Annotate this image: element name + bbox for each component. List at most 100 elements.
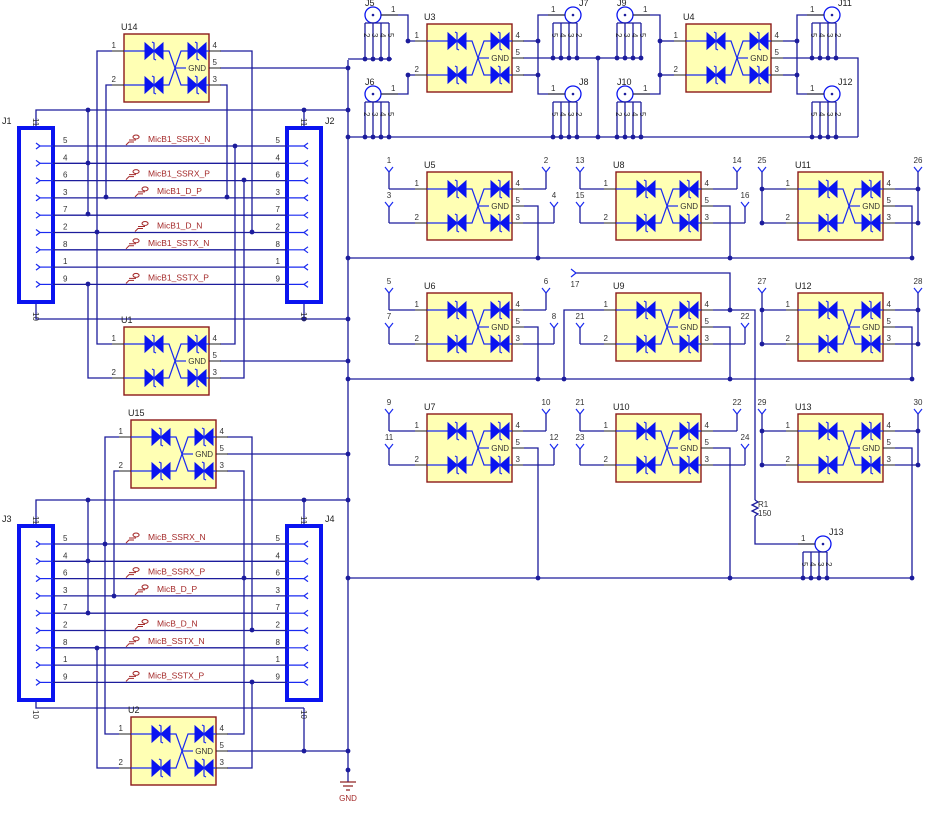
pin-number: 5 <box>386 33 395 38</box>
pin-number: 2 <box>415 213 420 222</box>
junction-dot <box>824 575 830 581</box>
junction-dot <box>825 55 831 61</box>
gnd-pin-label: GND <box>491 323 509 332</box>
test-point-label: 30 <box>914 398 923 407</box>
net-flag-icon <box>134 584 149 596</box>
pin-chevron-icon <box>303 246 309 254</box>
tvs-diode-icon <box>454 65 460 85</box>
tvs-diode-icon <box>144 368 155 388</box>
test-point-label: 25 <box>758 156 767 165</box>
pin-number: 1 <box>604 421 609 430</box>
test-point-icon <box>913 287 923 294</box>
pin-number: 8 <box>276 240 281 249</box>
pin-number: 2 <box>786 455 791 464</box>
pin-number: 3 <box>63 188 68 197</box>
net-flag-icon <box>125 134 140 146</box>
net-flag-icon <box>125 238 140 250</box>
junction-dot <box>817 134 823 140</box>
tvs-diode-icon <box>447 334 458 354</box>
tvs-diode-icon <box>454 213 460 233</box>
tvs-diode-icon <box>870 179 881 199</box>
pin-number: 5 <box>63 534 68 543</box>
pin-number: 1 <box>786 300 791 309</box>
tvs-diode-icon <box>825 334 831 354</box>
tvs-diode-icon <box>870 334 881 354</box>
pin-number: 4 <box>705 421 710 430</box>
tvs-diode-icon <box>825 213 831 233</box>
pin-number: 7 <box>276 603 281 612</box>
junction-dot <box>817 55 823 61</box>
tvs-diode-icon <box>499 334 510 354</box>
junction-dot <box>630 55 636 61</box>
test-point-label: 12 <box>550 433 559 442</box>
ic-ref-label: U4 <box>683 12 695 22</box>
resistor-value-label: 150 <box>758 509 772 518</box>
pin-number: 1 <box>643 5 648 14</box>
ic-ref-label: U6 <box>424 281 436 291</box>
pin-number: 4 <box>378 112 387 117</box>
test-point-label: 11 <box>385 433 394 442</box>
junction-dot <box>915 462 921 468</box>
junction-dot <box>759 428 765 434</box>
junction-dot <box>909 575 915 581</box>
wire <box>227 682 253 769</box>
pin-number: 3 <box>887 213 892 222</box>
pin-chevron-icon <box>303 609 309 617</box>
tvs-diode-icon <box>679 334 690 354</box>
net-flag-icon <box>134 619 149 630</box>
pin-number: 2 <box>614 33 623 38</box>
test-point-label: 5 <box>387 277 392 286</box>
tvs-diode-icon <box>825 421 831 441</box>
ic-ref-label: U7 <box>424 402 436 412</box>
pin-number: 3 <box>622 33 631 38</box>
junction-dot <box>535 575 541 581</box>
tvs-diode-icon <box>203 461 214 481</box>
ic-u5 <box>426 171 513 241</box>
tvs-diode-icon <box>756 31 762 51</box>
wire <box>35 499 348 526</box>
pin-number: 5 <box>386 112 395 117</box>
net-label: MicB1_SSRX_P <box>148 169 210 179</box>
pin-number: 10 <box>299 312 308 321</box>
tvs-diode-icon <box>187 41 198 61</box>
pin-chevron-icon <box>303 575 309 583</box>
tvs-diode-icon <box>454 179 460 199</box>
pin-number: 3 <box>887 455 892 464</box>
test-point-label: 14 <box>733 156 742 165</box>
net-label: MicB1_SSRX_N <box>148 134 210 144</box>
pin-number: 6 <box>276 171 281 180</box>
junction-dot <box>630 134 636 140</box>
junction-dot <box>535 38 541 44</box>
tvs-diode-icon <box>454 300 460 320</box>
pin-number: 10 <box>31 312 40 321</box>
pin-number: 2 <box>276 223 281 232</box>
tvs-diode-icon <box>151 724 162 744</box>
ic-u9 <box>615 292 702 362</box>
pin-chevron-icon <box>303 280 309 288</box>
pin-number: 2 <box>574 33 583 38</box>
tvs-diode-icon <box>679 455 690 475</box>
pin-number: 2 <box>833 33 842 38</box>
pin-number: 5 <box>516 196 521 205</box>
tvs-diode-icon <box>868 421 874 441</box>
pin-number: 8 <box>276 638 281 647</box>
pin-number: 5 <box>887 438 892 447</box>
test-point-icon <box>384 201 394 208</box>
tvs-diode-icon <box>454 31 460 51</box>
pin-number: 1 <box>604 300 609 309</box>
net-label: MicB1_D_N <box>157 221 202 231</box>
junction-dot <box>909 255 915 261</box>
pin-number: 2 <box>574 112 583 117</box>
tvs-diode-icon <box>758 31 769 51</box>
tvs-diode-icon <box>196 75 207 95</box>
coax-ref-label: J8 <box>579 77 589 87</box>
tvs-diode-icon <box>861 213 872 233</box>
ic-u6 <box>426 292 513 362</box>
tvs-diode-icon <box>758 65 769 85</box>
pin-number: 1 <box>674 31 679 40</box>
tvs-diode-icon <box>158 724 164 744</box>
tvs-diode-icon <box>827 421 838 441</box>
tvs-diode-icon <box>643 213 649 233</box>
tvs-diode-icon <box>825 300 831 320</box>
junction-dot <box>535 376 541 382</box>
